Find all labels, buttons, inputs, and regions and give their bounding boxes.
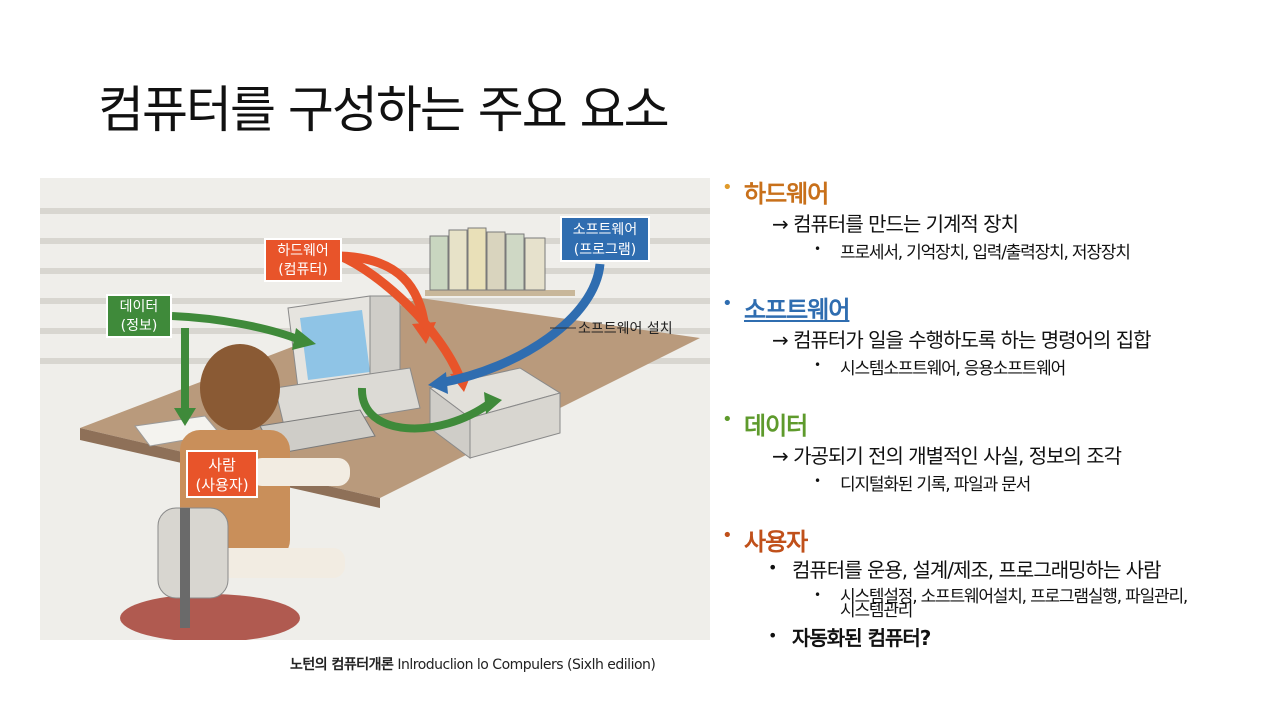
label-person: 사람 (사용자) <box>186 450 258 498</box>
figure-caption: 노턴의 컴퓨터개론 Inlroduclion lo Compulers (Six… <box>290 654 655 674</box>
user-examples-cont: 시스템관리 <box>840 596 912 621</box>
automated-computer-question: 자동화된 컴퓨터? <box>792 622 930 651</box>
bullet: • <box>722 409 733 430</box>
slide-title: 컴퓨터를 구성하는 주요 요소 <box>98 70 668 142</box>
heading-user: 사용자 <box>744 522 807 557</box>
software-definition: → 컴퓨터가 일을 수행하도록 하는 명령어의 집합 <box>772 324 1151 353</box>
data-examples: 디지털화된 기록, 파일과 문서 <box>840 470 1030 495</box>
label-hardware: 하드웨어 (컴퓨터) <box>264 238 342 282</box>
label-software: 소프트웨어 (프로그램) <box>560 216 650 262</box>
heading-software: 소프트웨어 <box>744 290 849 325</box>
bullet: • <box>722 293 733 314</box>
label-data: 데이터 (정보) <box>106 294 172 338</box>
hardware-examples: 프로세서, 기억장치, 입력/출력장치, 저장장치 <box>840 238 1130 263</box>
hardware-definition: → 컴퓨터를 만드는 기계적 장치 <box>772 208 1018 237</box>
data-definition: → 가공되기 전의 개별적인 사실, 정보의 조각 <box>772 440 1121 469</box>
bullet: • <box>722 177 733 198</box>
label-software-install: 소프트웨어 설치 <box>578 318 673 338</box>
heading-hardware: 하드웨어 <box>744 174 828 209</box>
heading-data: 데이터 <box>744 406 807 441</box>
computer-components-illustration: 소프트웨어 (프로그램) 하드웨어 (컴퓨터) 데이터 (정보) 사람 (사용자… <box>40 178 710 640</box>
software-examples: 시스템소프트웨어, 응용소프트웨어 <box>840 354 1065 379</box>
user-definition: 컴퓨터를 운용, 설계/제조, 프로그래밍하는 사람 <box>792 554 1160 583</box>
bullet: • <box>722 525 733 546</box>
